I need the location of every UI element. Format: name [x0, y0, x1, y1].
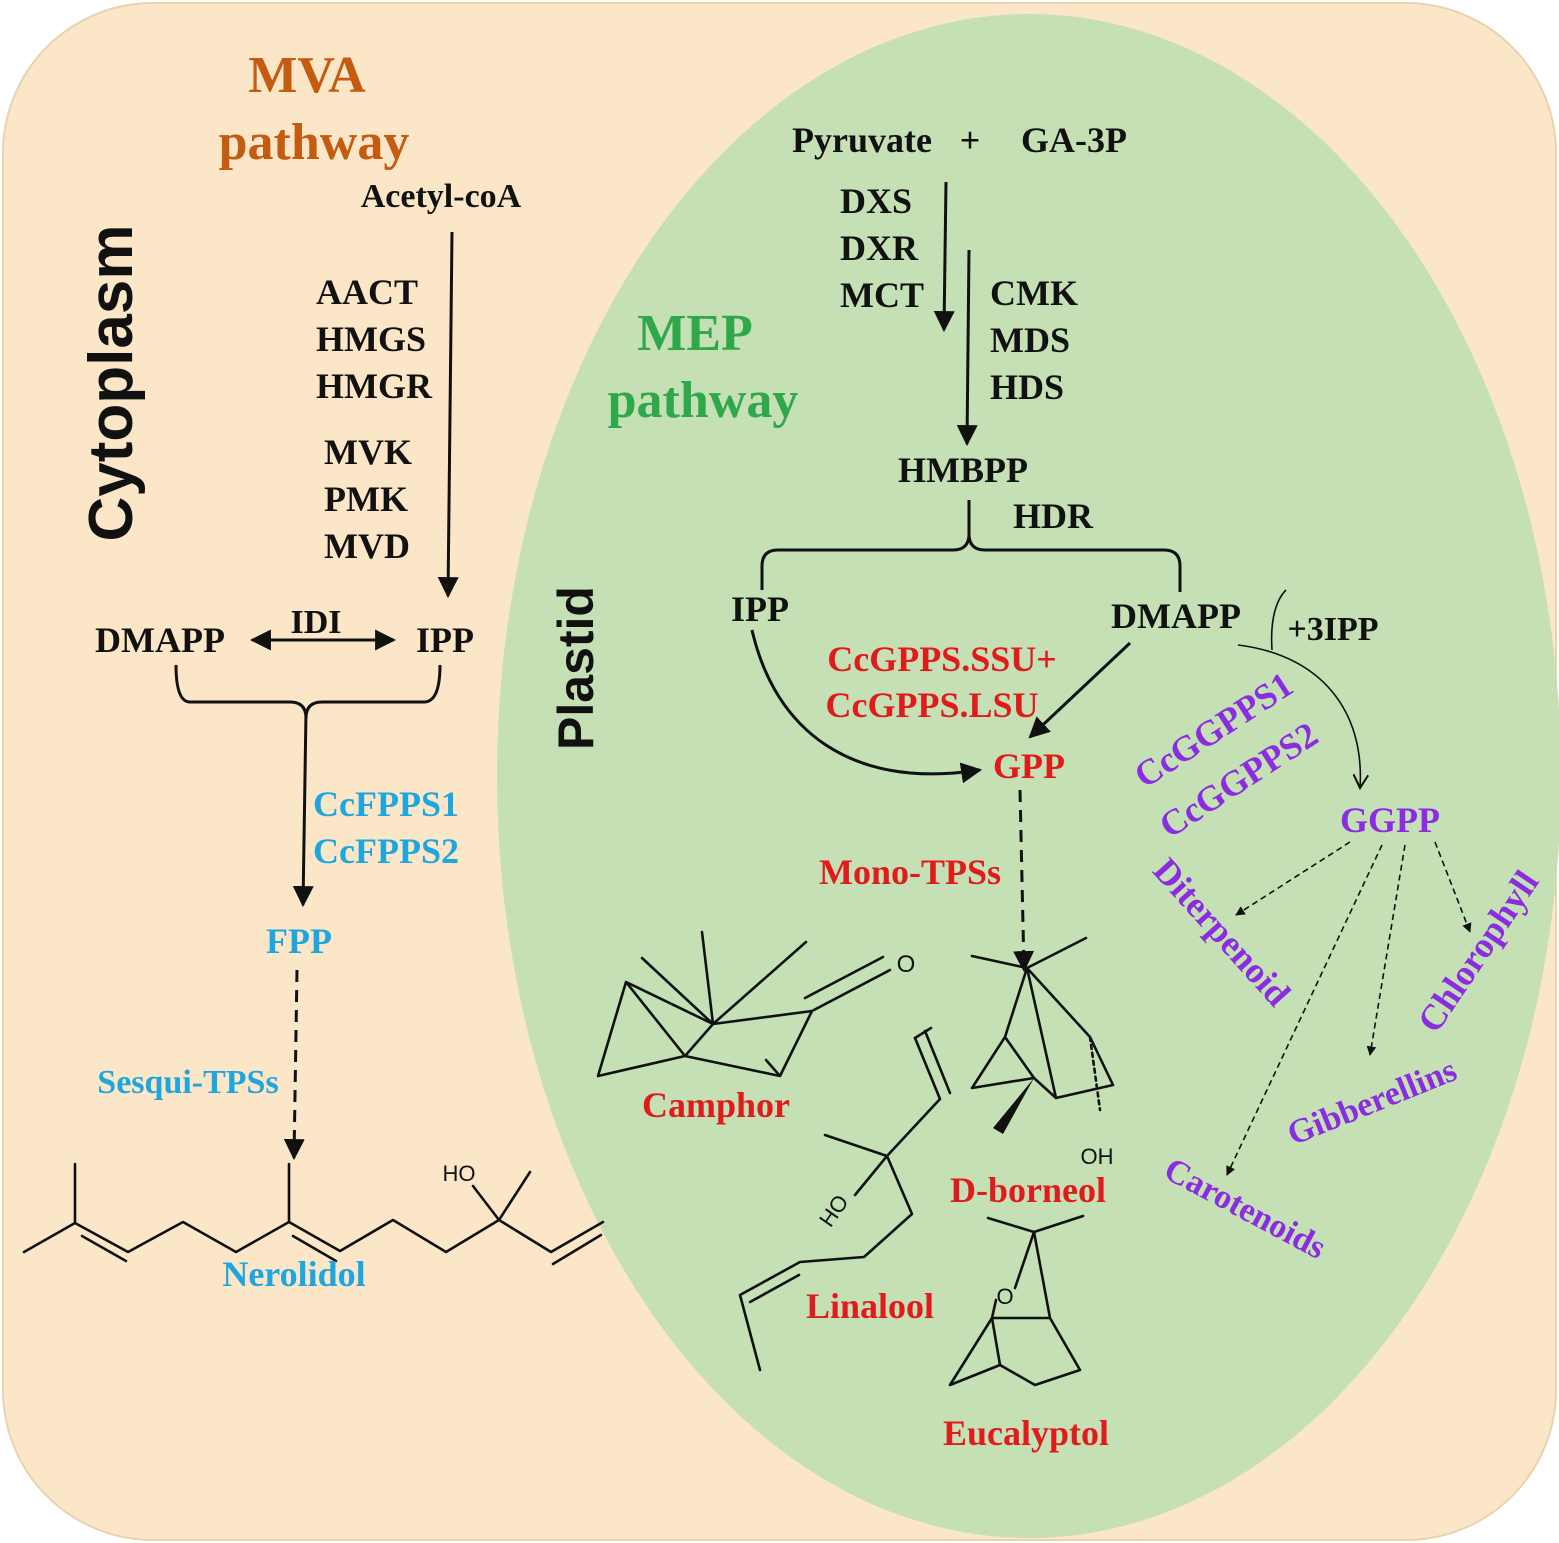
enzyme-mvk: MVK — [324, 432, 412, 472]
arrow-pyruvate-step1 — [933, 181, 955, 333]
arrow-ipp-to-gpp — [750, 629, 983, 784]
ggpp-label: GGPP — [1340, 800, 1440, 840]
arrow-dmapp-to-ggpp — [1237, 644, 1370, 791]
hdr-label: HDR — [1013, 496, 1094, 536]
ggpps-curve-inflow — [1270, 589, 1287, 651]
enzyme-dxr: DXR — [840, 228, 919, 268]
enzyme-hds: HDS — [990, 367, 1064, 407]
mva-title: MVA pathway — [219, 47, 410, 171]
hmbpp-label: HMBPP — [898, 450, 1028, 490]
enzyme-dxs: DXS — [840, 181, 912, 221]
d-borneol-label: D-borneol — [950, 1170, 1106, 1210]
sesqui-tps-label: Sesqui-TPSs — [97, 1064, 278, 1101]
mep-enzyme-list-left: DXS DXR MCT — [840, 181, 924, 315]
mep-title-line2: pathway — [608, 372, 799, 429]
mep-bracket — [760, 500, 1182, 592]
borneol-oh: OH — [1081, 1144, 1114, 1169]
mep-ipp-label: IPP — [731, 589, 789, 629]
eucalyptol-oxygen: O — [996, 1284, 1013, 1309]
idi-label: IDI — [290, 604, 341, 641]
plastid-region — [497, 14, 1559, 1538]
mva-enzyme-list-bottom: MVK PMK MVD — [324, 432, 412, 566]
arrow-fpp-to-nerolidol — [283, 969, 305, 1161]
acetyl-coa-label: Acetyl-coA — [361, 178, 522, 215]
eucalyptol-structure: O — [948, 1214, 1085, 1387]
mep-dmapp-label: DMAPP — [1111, 596, 1241, 636]
nerolidol-oh: HO — [443, 1161, 476, 1186]
mep-enzyme-list-right: CMK MDS HDS — [990, 273, 1078, 407]
mva-title-line2: pathway — [219, 114, 410, 171]
gpps-lsu-label: CcGPPS.LSU — [825, 685, 1038, 725]
mva-enzyme-list-top: AACT HMGS HMGR — [316, 272, 433, 406]
mep-title-line1: MEP — [637, 305, 753, 362]
enzyme-pmk: PMK — [324, 479, 408, 519]
arrow-dmapp-to-gpp — [1028, 641, 1132, 739]
linalool-label: Linalool — [806, 1286, 934, 1326]
d-borneol-structure: OH — [970, 936, 1115, 1169]
nerolidol-structure: HO — [22, 1161, 605, 1266]
gpp-label: GPP — [993, 746, 1065, 786]
ga3p-label: GA-3P — [1021, 120, 1127, 160]
enzyme-cmk: CMK — [990, 273, 1078, 313]
fpps1-label: CcFPPS1 — [313, 784, 459, 824]
mono-tps-label: Mono-TPSs — [819, 852, 1001, 892]
enzyme-aact: AACT — [316, 272, 418, 312]
arrow-pyruvate-step2 — [956, 249, 978, 447]
mva-title-line1: MVA — [248, 47, 366, 104]
mep-title: MEP pathway — [608, 305, 799, 429]
enzyme-mds: MDS — [990, 320, 1070, 360]
arrow-acetylcoa-to-ipp — [437, 231, 459, 599]
mva-dmapp-label: DMAPP — [95, 620, 225, 660]
enzyme-hmgr: HMGR — [316, 366, 433, 406]
plus3ipp-label: +3IPP — [1287, 611, 1378, 648]
fpp-label: FPP — [266, 921, 332, 961]
arrow-gpp-to-monoterpenes — [1013, 789, 1035, 973]
cytoplasm-label: Cytoplasm — [77, 225, 146, 542]
plus-label: + — [960, 120, 981, 160]
arrow-ggpp-to-gibberellins — [1366, 844, 1406, 1056]
camphor-label: Camphor — [642, 1085, 790, 1125]
arrow-ggpp-to-chlorophyll — [1434, 841, 1472, 933]
enzyme-mvd: MVD — [324, 526, 410, 566]
arrow-to-fpp — [292, 711, 314, 908]
mva-ipp-label: IPP — [416, 620, 474, 660]
pyruvate-label: Pyruvate — [792, 120, 932, 160]
arrow-ggpp-to-diterpenoid — [1235, 841, 1351, 916]
camphor-oxygen: O — [897, 951, 916, 978]
gpps-ssu-label: CcGPPS.SSU+ — [827, 639, 1057, 679]
camphor-structure: O — [596, 930, 916, 1078]
plastid-label: Plastid — [548, 586, 604, 750]
enzyme-hmgs: HMGS — [316, 319, 426, 359]
eucalyptol-label: Eucalyptol — [943, 1413, 1109, 1453]
nerolidol-label: Nerolidol — [222, 1254, 365, 1294]
fpps2-label: CcFPPS2 — [313, 831, 459, 871]
enzyme-mct: MCT — [840, 275, 924, 315]
arrow-ggpp-to-carotenoids — [1226, 844, 1383, 1176]
